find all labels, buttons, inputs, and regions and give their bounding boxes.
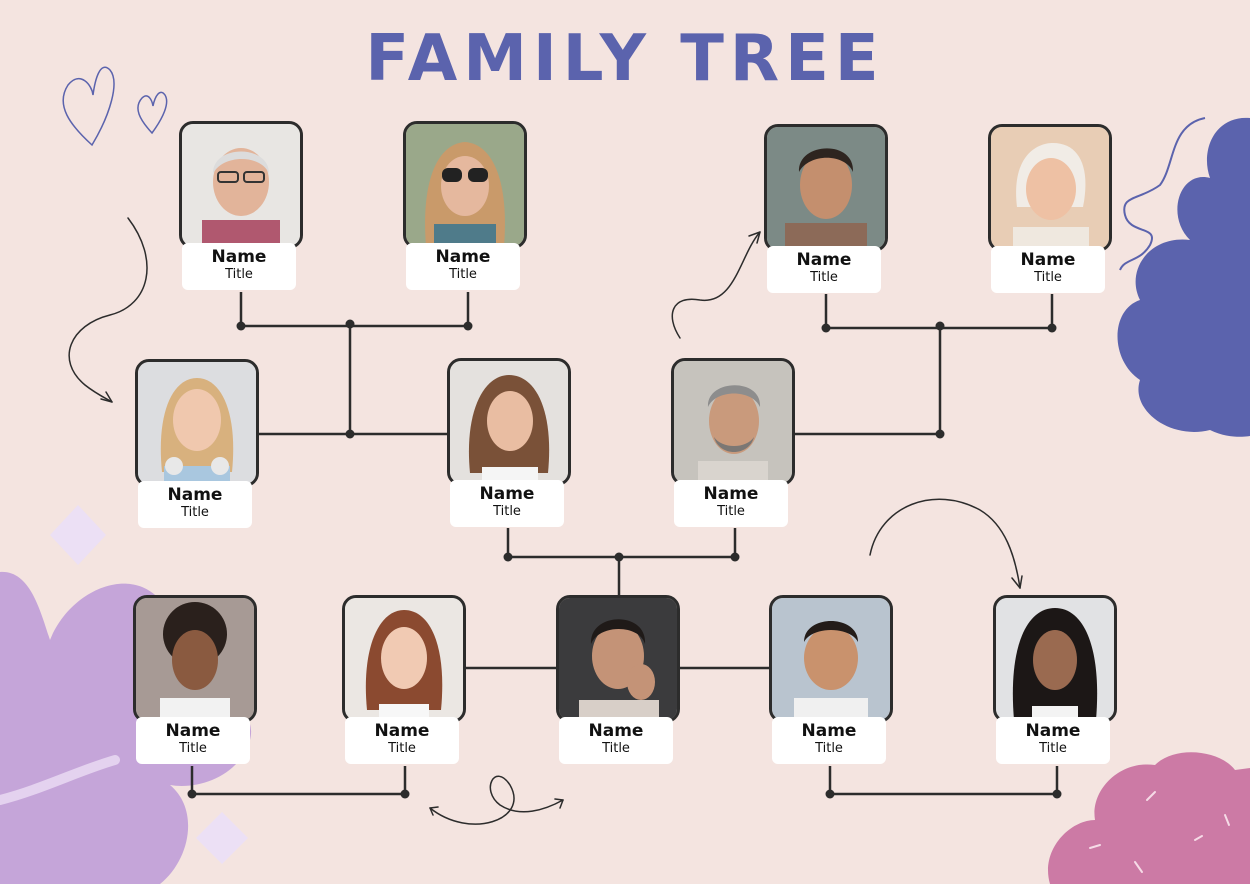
person-label: Name Title bbox=[345, 717, 459, 764]
arrow-top-curve bbox=[671, 231, 761, 339]
diamond-upper bbox=[50, 505, 106, 565]
person-photo bbox=[769, 595, 893, 723]
person-name: Name bbox=[165, 721, 221, 741]
person-card-sibling-4[interactable]: Name Title bbox=[993, 595, 1117, 775]
person-photo bbox=[764, 124, 888, 252]
person-name: Name bbox=[211, 247, 267, 267]
blue-blob bbox=[1117, 117, 1250, 437]
person-title: Title bbox=[181, 505, 209, 520]
person-title: Title bbox=[1034, 270, 1062, 285]
person-card-father[interactable]: Name Title bbox=[671, 358, 795, 538]
loop-squiggle bbox=[429, 775, 564, 825]
person-name: Name bbox=[801, 721, 857, 741]
person-label: Name Title bbox=[559, 717, 673, 764]
person-card-aunt[interactable]: Name Title bbox=[135, 359, 259, 539]
person-name: Name bbox=[435, 247, 491, 267]
page-title: FAMILY TREE bbox=[365, 22, 885, 96]
person-title: Title bbox=[449, 267, 477, 282]
person-card-sibling-1[interactable]: Name Title bbox=[133, 595, 257, 775]
person-card-grandfather-maternal[interactable]: Name Title bbox=[764, 124, 888, 304]
blue-squiggle bbox=[1119, 117, 1206, 271]
person-card-sibling-2[interactable]: Name Title bbox=[342, 595, 466, 775]
person-photo bbox=[993, 595, 1117, 723]
person-name: Name bbox=[479, 484, 535, 504]
person-photo bbox=[133, 595, 257, 723]
lilac-blob-line bbox=[0, 755, 120, 805]
person-label: Name Title bbox=[772, 717, 886, 764]
pink-blob bbox=[1048, 752, 1250, 884]
person-card-sibling-3[interactable]: Name Title bbox=[769, 595, 893, 775]
pink-blob-dashes bbox=[1089, 791, 1230, 873]
person-label: Name Title bbox=[991, 246, 1105, 293]
person-photo bbox=[342, 595, 466, 723]
person-name: Name bbox=[1025, 721, 1081, 741]
person-title: Title bbox=[493, 504, 521, 519]
person-card-grandmother-maternal[interactable]: Name Title bbox=[988, 124, 1112, 304]
person-label: Name Title bbox=[182, 243, 296, 290]
person-photo bbox=[179, 121, 303, 249]
person-title: Title bbox=[815, 741, 843, 756]
person-title: Title bbox=[717, 504, 745, 519]
person-title: Title bbox=[810, 270, 838, 285]
person-title: Title bbox=[388, 741, 416, 756]
person-label: Name Title bbox=[406, 243, 520, 290]
person-label: Name Title bbox=[767, 246, 881, 293]
heart-large bbox=[62, 66, 115, 147]
person-label: Name Title bbox=[136, 717, 250, 764]
heart-small bbox=[137, 91, 168, 135]
person-photo bbox=[556, 595, 680, 723]
person-label: Name Title bbox=[996, 717, 1110, 764]
person-name: Name bbox=[374, 721, 430, 741]
person-title: Title bbox=[179, 741, 207, 756]
person-name: Name bbox=[588, 721, 644, 741]
person-name: Name bbox=[167, 485, 223, 505]
person-card-grandfather-paternal[interactable]: Name Title bbox=[179, 121, 303, 301]
person-name: Name bbox=[796, 250, 852, 270]
person-photo bbox=[403, 121, 527, 249]
person-photo bbox=[988, 124, 1112, 252]
person-title: Title bbox=[225, 267, 253, 282]
person-label: Name Title bbox=[450, 480, 564, 527]
person-card-mother[interactable]: Name Title bbox=[447, 358, 571, 538]
person-label: Name Title bbox=[674, 480, 788, 527]
person-name: Name bbox=[703, 484, 759, 504]
person-label: Name Title bbox=[138, 481, 252, 528]
person-photo bbox=[135, 359, 259, 487]
person-title: Title bbox=[1039, 741, 1067, 756]
person-card-center-self[interactable]: Name Title bbox=[556, 595, 680, 775]
arrow-left-curve bbox=[68, 217, 148, 403]
person-photo bbox=[671, 358, 795, 486]
person-photo bbox=[447, 358, 571, 486]
lilac-blob bbox=[0, 571, 252, 884]
diamond-lower bbox=[196, 812, 248, 864]
person-title: Title bbox=[602, 741, 630, 756]
person-name: Name bbox=[1020, 250, 1076, 270]
person-card-grandmother-paternal[interactable]: Name Title bbox=[403, 121, 527, 301]
arrow-right-curve bbox=[869, 498, 1021, 589]
